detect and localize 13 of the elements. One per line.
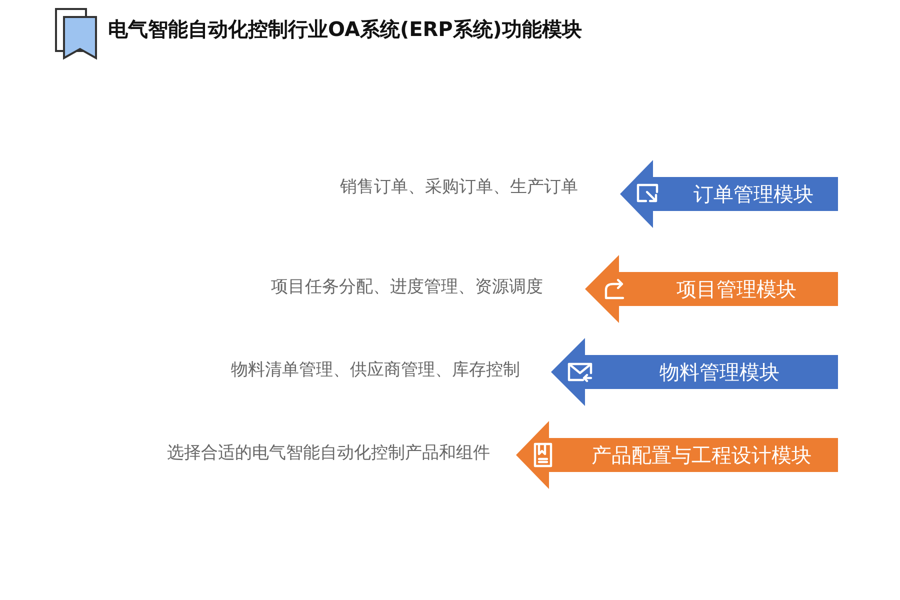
arrow-banner bbox=[551, 338, 838, 406]
banner-label: 物料管理模块 bbox=[658, 359, 780, 385]
arrow-banner bbox=[620, 160, 838, 228]
title: 电气智能自动化控制行业OA系统(ERP系统)功能模块 bbox=[108, 16, 582, 43]
description-text: 物料清单管理、供应商管理、库存控制 bbox=[231, 359, 520, 382]
banner-label: 订单管理模块 bbox=[692, 181, 814, 207]
arrow-banner bbox=[585, 255, 838, 323]
banner-label: 项目管理模块 bbox=[676, 276, 798, 302]
description-text: 销售订单、采购订单、生产订单 bbox=[340, 176, 578, 199]
description-text: 选择合适的电气智能自动化控制产品和组件 bbox=[167, 442, 490, 465]
arrow-banner bbox=[516, 421, 838, 489]
description-text: 项目任务分配、进度管理、资源调度 bbox=[271, 276, 543, 299]
banner-label: 产品配置与工程设计模块 bbox=[590, 442, 812, 468]
